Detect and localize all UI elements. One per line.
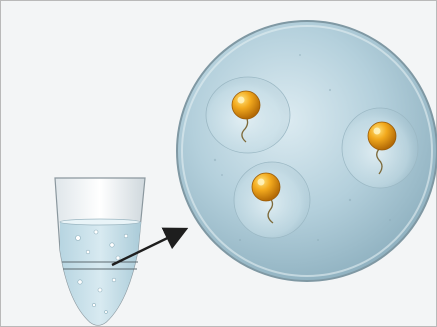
magnified-droplet-view-icon <box>177 21 437 281</box>
gold-nanoparticle-icon <box>206 77 290 153</box>
microcentrifuge-tube-icon <box>55 178 145 325</box>
gold-nanoparticle-icon <box>342 108 418 188</box>
gold-nanoparticle-icon <box>234 162 310 238</box>
